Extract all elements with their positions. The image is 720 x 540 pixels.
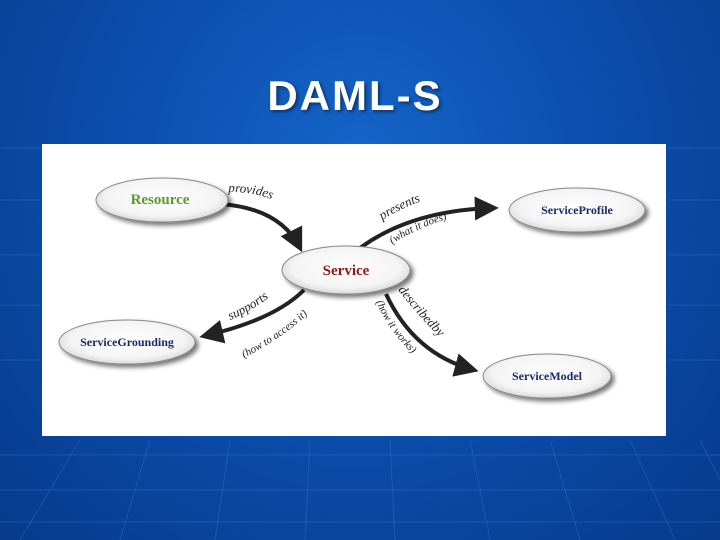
diagram-panel: provides presents (what it does) support… [42,144,666,436]
node-service-profile: ServiceProfile [508,187,646,233]
edge-provides [219,202,303,253]
daml-s-diagram: provides presents (what it does) support… [58,177,646,399]
node-service-model: ServiceModel [482,353,612,399]
node-label-service: Service [323,263,370,279]
node-resource: Resource [95,177,229,223]
slide-title: DAML-S [267,72,443,119]
node-label-service-model: ServiceModel [512,369,583,383]
edge-supports [199,288,306,344]
edge-described-by [384,293,479,377]
node-service: Service [281,245,411,295]
node-label-service-grounding: ServiceGrounding [80,335,174,349]
edge-presents [358,196,499,250]
node-label-service-profile: ServiceProfile [541,203,613,217]
edge-label-presents: presents [375,190,422,223]
edge-note-supports: (how to access it) [240,307,310,360]
node-service-grounding: ServiceGrounding [58,319,196,365]
node-label-resource: Resource [131,192,190,208]
edge-label-provides: provides [227,180,276,202]
